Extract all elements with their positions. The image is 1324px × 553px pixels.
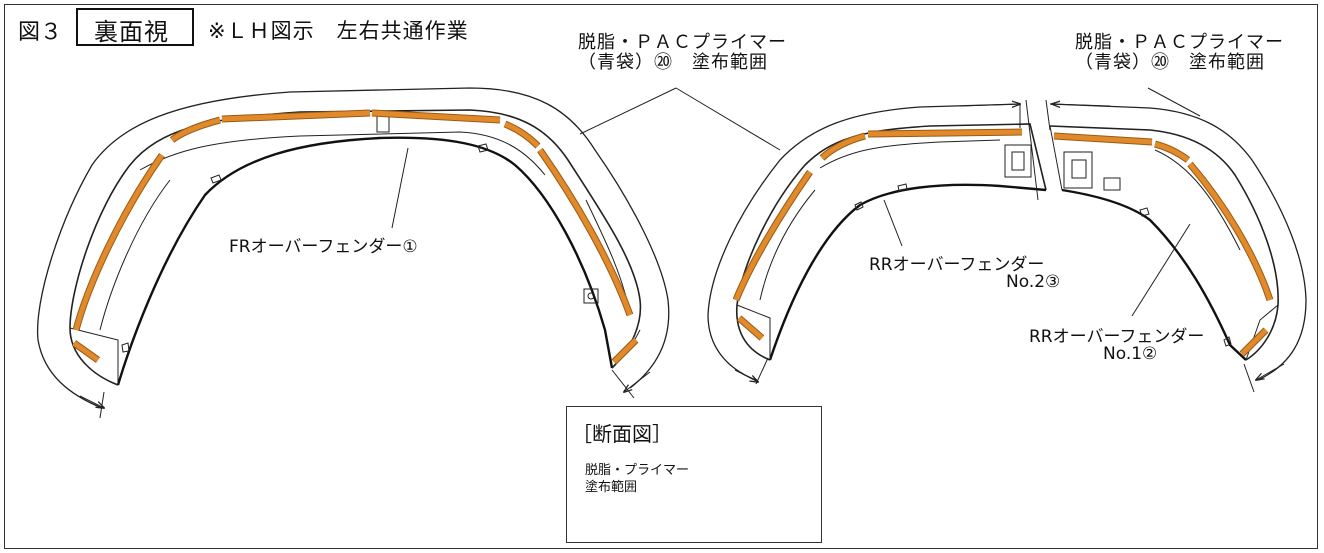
fr-range-arrow (79, 395, 104, 408)
coating-range-label-1-line1: 脱脂・ＰＡＣプライマー (578, 32, 787, 53)
rr-over-fender-no2-label: RRオーバーフェンダー (869, 255, 1045, 275)
fr-range-arrow-right (624, 371, 651, 392)
rr2-coating-range-outline (707, 103, 1021, 381)
leader-lines (391, 87, 1201, 317)
rr1-inner-edge (1061, 188, 1247, 361)
rr2-range-arrow (734, 369, 758, 382)
fr-over-fender (36, 87, 670, 419)
fr-primer-strips (71, 109, 639, 365)
rr2-range-arrow-top (959, 104, 1020, 106)
rr1-outer-edge (1049, 125, 1279, 361)
fr-inner-edge (116, 136, 614, 386)
rr-over-fender-no1-number: No.1② (1103, 344, 1158, 364)
coating-range-label-2-line2: （青袋）⑳ 塗布範囲 (1075, 52, 1265, 73)
coating-range-label-1-line2: （青袋）⑳ 塗布範囲 (578, 52, 768, 73)
view-label: 裏面視 (94, 18, 169, 46)
rr-over-fender-no2 (707, 99, 1047, 385)
view-label-box (76, 8, 194, 46)
fr-over-fender-label: FRオーバーフェンダー① (229, 237, 418, 257)
rr1-range-arrow-top (1052, 104, 1111, 106)
figure-number: 図３ (18, 20, 63, 45)
rr2-inner-edge (768, 183, 1047, 361)
section-range-label-line2: 塗布範囲 (585, 480, 638, 495)
section-range-label-line1: 脱脂・プライマー (585, 463, 690, 478)
figure-frame (4, 4, 1318, 549)
rr1-range-arrow (1256, 363, 1285, 380)
coating-range-label-2-line1: 脱脂・ＰＡＣプライマー (1075, 32, 1284, 53)
figure-note: ※ＬＨ図示 左右共通作業 (208, 19, 469, 43)
rr-over-fender-no1 (1045, 99, 1307, 393)
rr1-primer-strips (1053, 132, 1274, 357)
rr2-primer-strips (732, 128, 1023, 341)
fr-coating-range-outline (36, 87, 670, 409)
rr-over-fender-no1-label: RRオーバーフェンダー (1029, 327, 1205, 347)
rr1-coating-range-outline (1049, 103, 1307, 381)
section-view-box (566, 406, 822, 543)
rr-over-fender-no2-number: No.2③ (1006, 272, 1061, 292)
section-view-title: ［断面図］ (572, 422, 672, 446)
